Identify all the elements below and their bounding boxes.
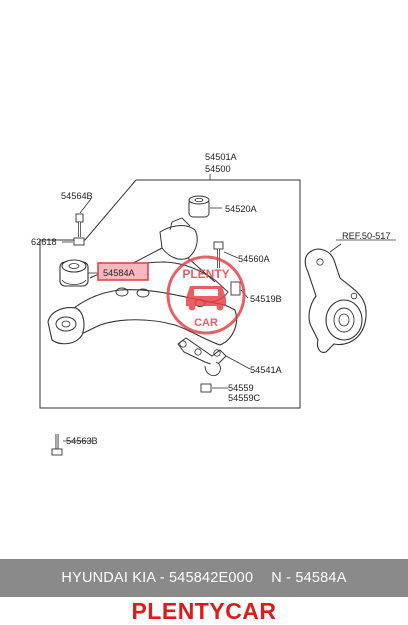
bolt-54560a (213, 241, 224, 268)
assembly-frame (39, 179, 301, 409)
watermark-bottom-text: CAR (194, 317, 218, 329)
nut-62618 (73, 237, 85, 246)
front-bushing (47, 307, 85, 345)
label-62618: 62618 (31, 237, 57, 247)
nut-54519b (230, 281, 241, 296)
label-54584a: 54584A (103, 268, 136, 278)
label-54564b: 54564B (61, 191, 93, 201)
bolt-54563b (51, 434, 63, 456)
label-ref-50-517: REF.50-517 (342, 231, 391, 241)
part-info-text: HYUNDAI KIA - 545842E000 (61, 570, 254, 586)
plentycar-watermark: PLENTY CAR (166, 255, 246, 335)
watermark-top-text: PLENTY (182, 267, 229, 281)
parts-diagram: PLENTY CAR 54501A 54500 54564B 62618 545… (31, 152, 396, 456)
steering-knuckle (304, 248, 367, 353)
bushing-54520a (188, 195, 210, 218)
label-54520a: 54520A (225, 204, 258, 214)
label-54563b: 54563B (66, 436, 98, 446)
part-number-text: N - 54584A (271, 570, 347, 586)
highlight-box-54584a (97, 262, 149, 281)
label-54501a: 54501A (205, 152, 238, 162)
label-54519b: 54519B (250, 294, 282, 304)
part-info-bar: HYUNDAI KIA - 545842E000 N - 54584A (0, 559, 408, 597)
brand-name: PLENTYCAR (131, 598, 277, 624)
label-54500: 54500 (205, 164, 231, 174)
label-54559: 54559 (228, 383, 254, 393)
nut-54559 (200, 383, 212, 393)
ball-joint-54541a (177, 337, 227, 377)
bushing-54584a (59, 259, 89, 287)
label-54559c: 54559C (228, 393, 261, 403)
bolt-54564b (75, 213, 84, 237)
label-54560a: 54560A (238, 254, 271, 264)
leader-lines (62, 198, 396, 442)
label-54541a: 54541A (250, 365, 283, 375)
